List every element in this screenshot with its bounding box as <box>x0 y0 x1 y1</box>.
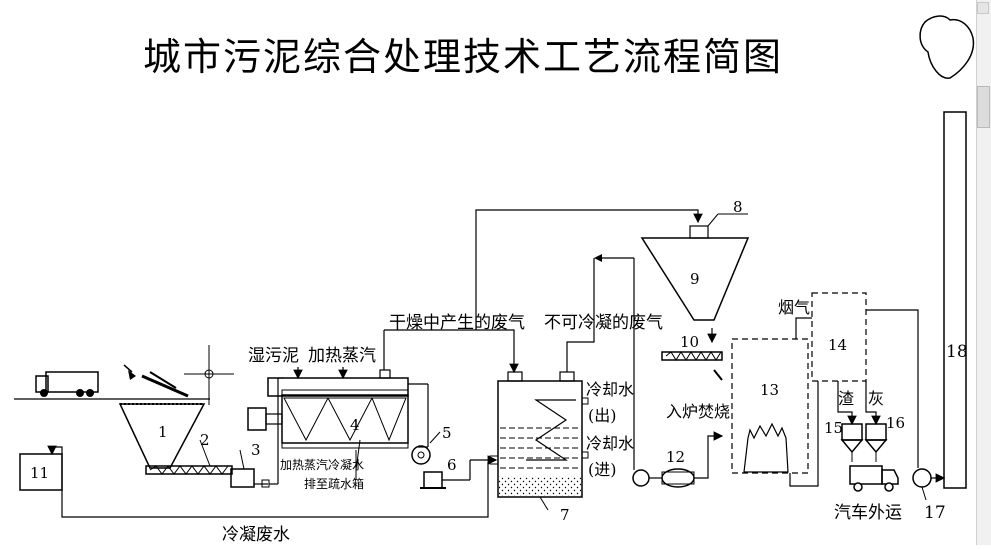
induced-fan-17 <box>912 468 932 488</box>
ash-silo-16 <box>864 423 888 454</box>
cloud-icon <box>919 15 975 79</box>
label-number-11: 11 <box>30 464 49 482</box>
label-number-7: 7 <box>560 506 570 524</box>
dryer-4 <box>267 377 429 449</box>
label-number-16: 16 <box>886 414 905 432</box>
wet-sludge-label: 湿污泥 <box>248 346 299 366</box>
label-number-6: 6 <box>447 456 457 474</box>
chimney-18 <box>943 111 967 489</box>
cooling-water-in-label: 冷却水 <box>586 434 634 453</box>
garbage-truck-icon <box>35 371 99 397</box>
label-number-8: 8 <box>733 198 743 216</box>
screw-feeder-10 <box>661 351 723 361</box>
scroll-thumb[interactable] <box>977 86 990 128</box>
label-number-13: 13 <box>760 381 779 399</box>
cooling-water-out-sub: (出) <box>588 406 617 425</box>
scroll-up-button[interactable] <box>977 2 989 14</box>
label-number-9: 9 <box>690 270 700 288</box>
dry-exhaust-label: 干燥中产生的废气 <box>389 313 525 333</box>
condenser-7 <box>489 371 589 498</box>
excavator-grab-icon <box>123 364 189 398</box>
pump-box-3 <box>230 468 255 488</box>
drain-tank-label: 排至疏水箱 <box>304 476 364 491</box>
label-number-18: 18 <box>946 342 968 362</box>
vertical-scrollbar[interactable] <box>976 0 991 545</box>
label-number-1: 1 <box>158 423 168 441</box>
ash-silo-15 <box>840 423 864 454</box>
slag-label: 渣 <box>838 389 854 408</box>
fan-icon <box>411 445 431 465</box>
screw-conveyor-2 <box>145 465 233 475</box>
incinerator-13 <box>731 338 809 474</box>
crosshair-icon <box>184 345 234 405</box>
feed-hopper-9 <box>640 237 750 321</box>
label-number-12: 12 <box>666 448 685 466</box>
label-number-17: 17 <box>924 503 946 523</box>
noncond-exhaust-label: 不可冷凝的废气 <box>544 313 663 333</box>
condensed-wastewater-label: 冷凝废水 <box>222 525 290 545</box>
label-number-4: 4 <box>350 416 360 434</box>
label-number-15: 15 <box>824 419 843 437</box>
cooling-water-in-sub: (进) <box>588 460 617 479</box>
burner-12 <box>661 468 695 488</box>
diagram-title: 城市污泥综合处理技术工艺流程简图 <box>143 35 783 79</box>
transport-truck-icon <box>849 465 899 492</box>
heating-steam-label: 加热蒸汽 <box>308 346 376 366</box>
cooling-water-out-label: 冷却水 <box>586 380 634 399</box>
steam-condensate-label: 加热蒸汽冷凝水 <box>280 457 364 472</box>
motor-icon <box>247 407 283 431</box>
ash-label: 灰 <box>868 389 884 408</box>
label-number-14: 14 <box>828 336 847 354</box>
label-number-10: 10 <box>680 333 699 351</box>
flue-gas-label: 烟气 <box>778 298 810 317</box>
label-number-5: 5 <box>442 424 452 442</box>
pump-icon <box>420 455 498 489</box>
boiler-14 <box>811 292 867 382</box>
label-number-3: 3 <box>251 441 261 459</box>
label-number-2: 2 <box>200 431 210 449</box>
into-furnace-label: 入炉焚烧 <box>666 402 730 421</box>
truck-out-label: 汽车外运 <box>834 503 902 523</box>
